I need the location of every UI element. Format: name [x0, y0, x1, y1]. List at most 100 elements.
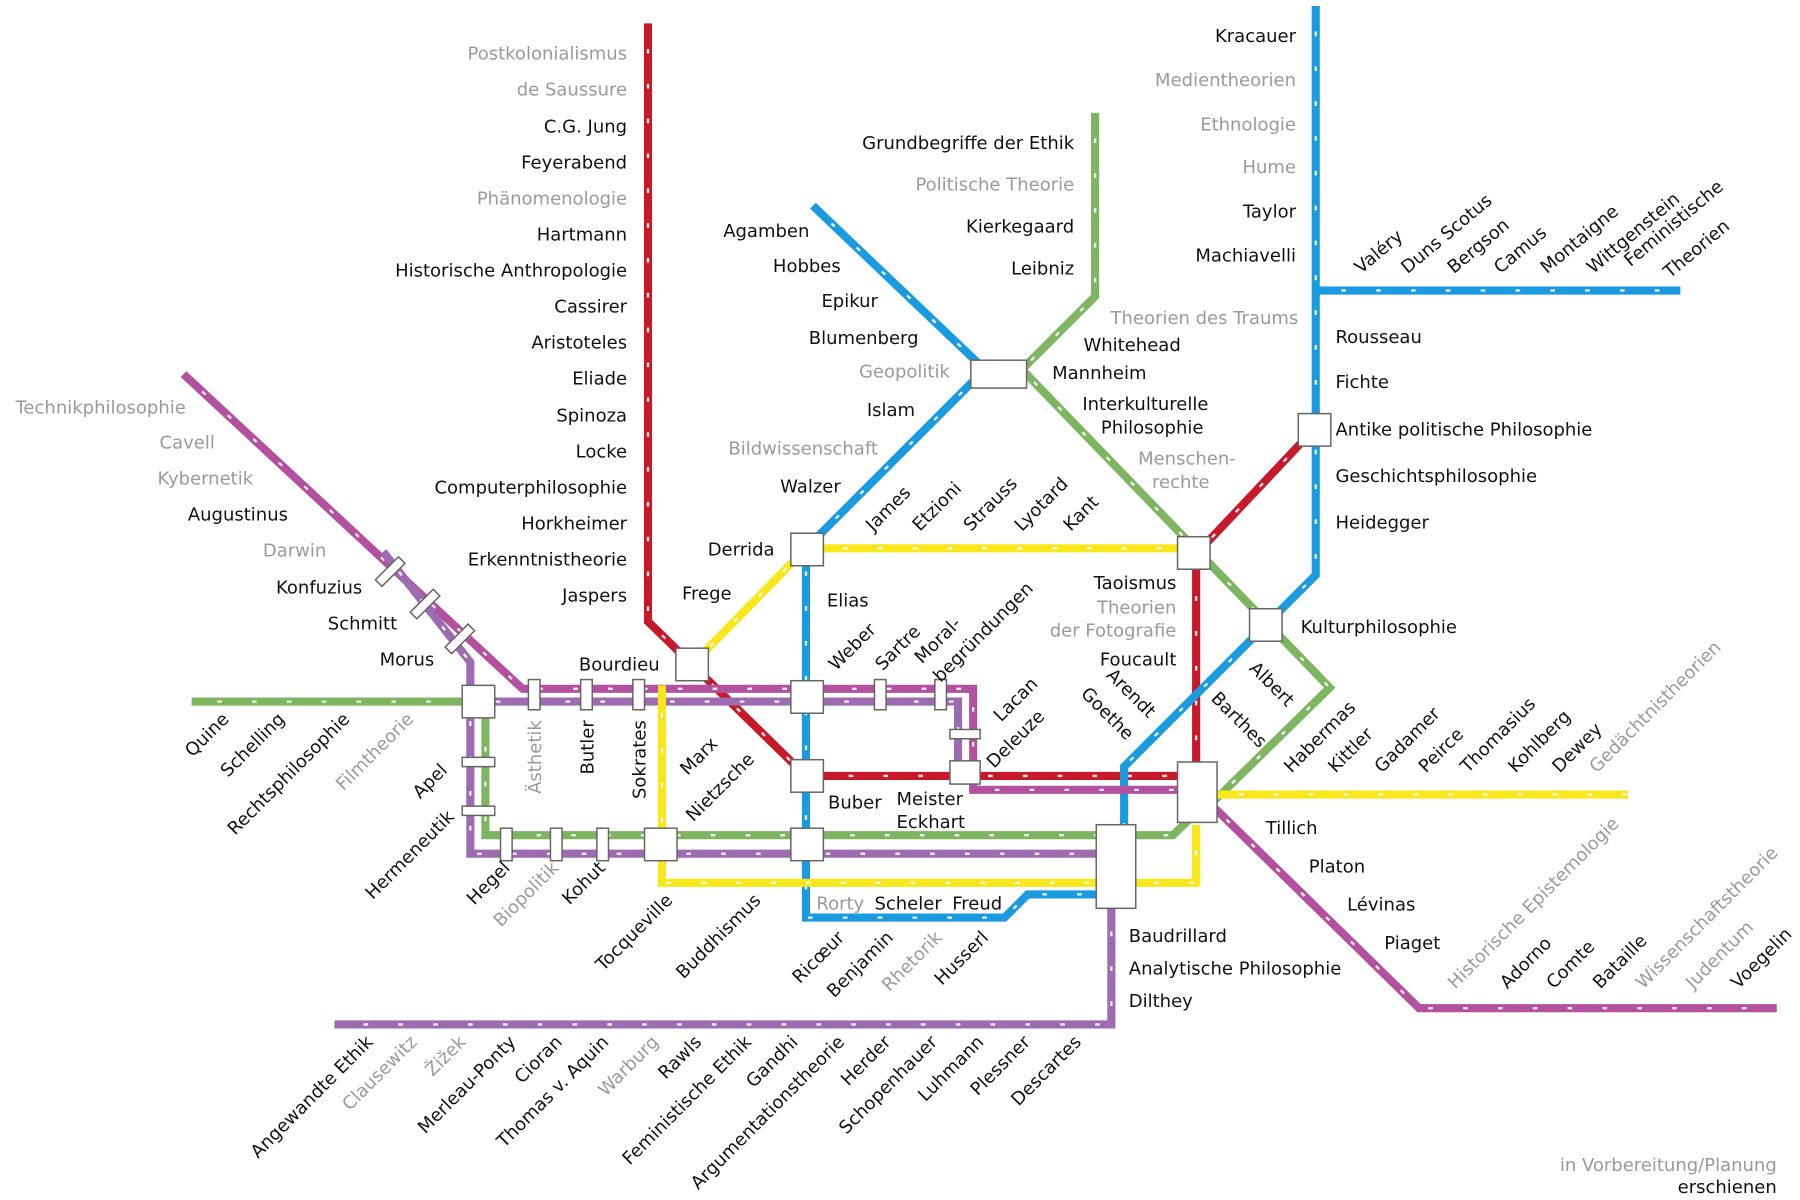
- station[interactable]: [549, 827, 563, 862]
- station-label[interactable]: Theorien des Traums: [1110, 308, 1299, 329]
- station-label[interactable]: Bourdieu: [579, 654, 660, 675]
- station-label[interactable]: Jaspers: [561, 586, 627, 607]
- station-label[interactable]: Hobbes: [773, 256, 841, 277]
- station-label[interactable]: Analytische Philosophie: [1129, 959, 1342, 980]
- station-label[interactable]: Spinoza: [556, 406, 627, 427]
- station-label[interactable]: Eliade: [572, 369, 627, 390]
- station-label[interactable]: Politische Theorie: [915, 175, 1074, 196]
- station[interactable]: [1176, 761, 1218, 824]
- station-label[interactable]: Tocqueville: [591, 890, 677, 976]
- station-label[interactable]: Geopolitik: [859, 362, 951, 383]
- station-label[interactable]: Scheler: [874, 893, 942, 914]
- station-label[interactable]: Gedächtnistheorien: [1585, 637, 1725, 777]
- station[interactable]: [675, 647, 710, 682]
- station-label[interactable]: Menschen-: [1138, 449, 1236, 470]
- station-label[interactable]: Rousseau: [1335, 327, 1421, 348]
- station-label[interactable]: Epikur: [821, 291, 878, 312]
- station-label[interactable]: Apel: [409, 760, 452, 803]
- station[interactable]: [1095, 823, 1137, 910]
- station-label[interactable]: Locke: [576, 442, 627, 463]
- station-label[interactable]: Elias: [827, 590, 869, 611]
- station-label[interactable]: Weber: [825, 619, 881, 675]
- station-label[interactable]: Medientheorien: [1155, 70, 1296, 91]
- station-label[interactable]: Morus: [380, 650, 435, 671]
- station-label[interactable]: Foucault: [1100, 650, 1177, 671]
- station-label[interactable]: Marx: [676, 733, 722, 779]
- station[interactable]: [579, 678, 594, 711]
- station[interactable]: [1297, 412, 1332, 447]
- station-label[interactable]: Kierkegaard: [966, 216, 1074, 237]
- station-label[interactable]: Dilthey: [1129, 991, 1193, 1012]
- station-label[interactable]: Rechtsphilosophie: [224, 709, 355, 840]
- station-label[interactable]: Philosophie: [1101, 417, 1204, 438]
- station-label[interactable]: Bildwissenschaft: [728, 438, 878, 459]
- station-label[interactable]: Sokrates: [630, 720, 651, 799]
- station-label[interactable]: rechte: [1152, 472, 1210, 493]
- station[interactable]: [461, 805, 496, 817]
- station-label[interactable]: Strauss: [960, 473, 1022, 535]
- station-label[interactable]: Lévinas: [1347, 895, 1415, 916]
- station[interactable]: [461, 684, 496, 719]
- station[interactable]: [873, 678, 887, 711]
- station-label[interactable]: Phänomenologie: [477, 189, 627, 210]
- station-label[interactable]: Cassirer: [554, 297, 627, 318]
- station-label[interactable]: Derrida: [708, 539, 775, 560]
- station[interactable]: [790, 532, 825, 567]
- station-label[interactable]: de Saussure: [517, 79, 627, 100]
- station[interactable]: [461, 756, 496, 768]
- station[interactable]: [527, 678, 541, 711]
- station[interactable]: [643, 827, 678, 862]
- station-label[interactable]: Barthes: [1207, 688, 1271, 752]
- station-label[interactable]: Whitehead: [1083, 335, 1180, 356]
- station-label[interactable]: Antike politische Philosophie: [1335, 420, 1592, 441]
- station-label[interactable]: Leibniz: [1011, 258, 1074, 279]
- station-label[interactable]: Agamben: [723, 221, 809, 242]
- station-label[interactable]: Theorien: [1096, 597, 1176, 618]
- station-label[interactable]: Interkulturelle: [1082, 394, 1208, 415]
- station[interactable]: [970, 359, 1028, 389]
- station-label[interactable]: C.G. Jung: [544, 117, 627, 138]
- station-label[interactable]: Etzioni: [908, 478, 965, 535]
- station[interactable]: [444, 623, 476, 655]
- station-label[interactable]: Feyerabend: [521, 153, 627, 174]
- station-label[interactable]: Grundbegriffe der Ethik: [862, 133, 1075, 154]
- station-label[interactable]: Hartmann: [537, 225, 627, 246]
- station-label[interactable]: Rorty: [816, 893, 864, 914]
- station-label[interactable]: Buddhismus: [672, 890, 765, 983]
- station-label[interactable]: Mannheim: [1052, 363, 1146, 384]
- station[interactable]: [790, 827, 825, 862]
- station-label[interactable]: Heidegger: [1335, 513, 1429, 534]
- station-label[interactable]: Darwin: [263, 540, 326, 561]
- station[interactable]: [1248, 607, 1283, 642]
- station-label[interactable]: Meister: [897, 789, 964, 810]
- station[interactable]: [596, 827, 610, 862]
- station-label[interactable]: Albert: [1245, 658, 1298, 711]
- station-label[interactable]: Horkheimer: [521, 514, 627, 535]
- station-label[interactable]: Taoismus: [1093, 573, 1177, 594]
- station-label[interactable]: Erkenntnistheorie: [468, 550, 627, 571]
- station-label[interactable]: Islam: [867, 400, 915, 421]
- station-label[interactable]: Hume: [1242, 157, 1296, 178]
- station-label[interactable]: Schmitt: [328, 614, 397, 635]
- station-label[interactable]: Lyotard: [1011, 474, 1073, 536]
- station-label[interactable]: Frege: [682, 583, 732, 604]
- station-label[interactable]: Historische Anthropologie: [395, 261, 627, 282]
- station[interactable]: [949, 760, 981, 785]
- station-label[interactable]: der Fotografie: [1050, 621, 1177, 642]
- station-label[interactable]: Tillich: [1265, 818, 1318, 839]
- station-label[interactable]: Machiavelli: [1195, 245, 1296, 266]
- station[interactable]: [790, 758, 825, 793]
- station[interactable]: [934, 678, 948, 711]
- station-label[interactable]: Kybernetik: [157, 468, 253, 489]
- station[interactable]: [409, 588, 441, 620]
- station-label[interactable]: Aristoteles: [531, 333, 627, 354]
- station-label[interactable]: Piaget: [1384, 933, 1440, 954]
- station-label[interactable]: Geschichtsphilosophie: [1335, 466, 1537, 487]
- station[interactable]: [790, 679, 825, 714]
- station[interactable]: [1176, 535, 1211, 570]
- station-label[interactable]: Walzer: [780, 477, 841, 498]
- station-label[interactable]: Cavell: [160, 432, 215, 453]
- station-label[interactable]: Ethnologie: [1200, 114, 1296, 135]
- station-label[interactable]: Quine: [181, 709, 233, 761]
- station-label[interactable]: Computerphilosophie: [434, 478, 627, 499]
